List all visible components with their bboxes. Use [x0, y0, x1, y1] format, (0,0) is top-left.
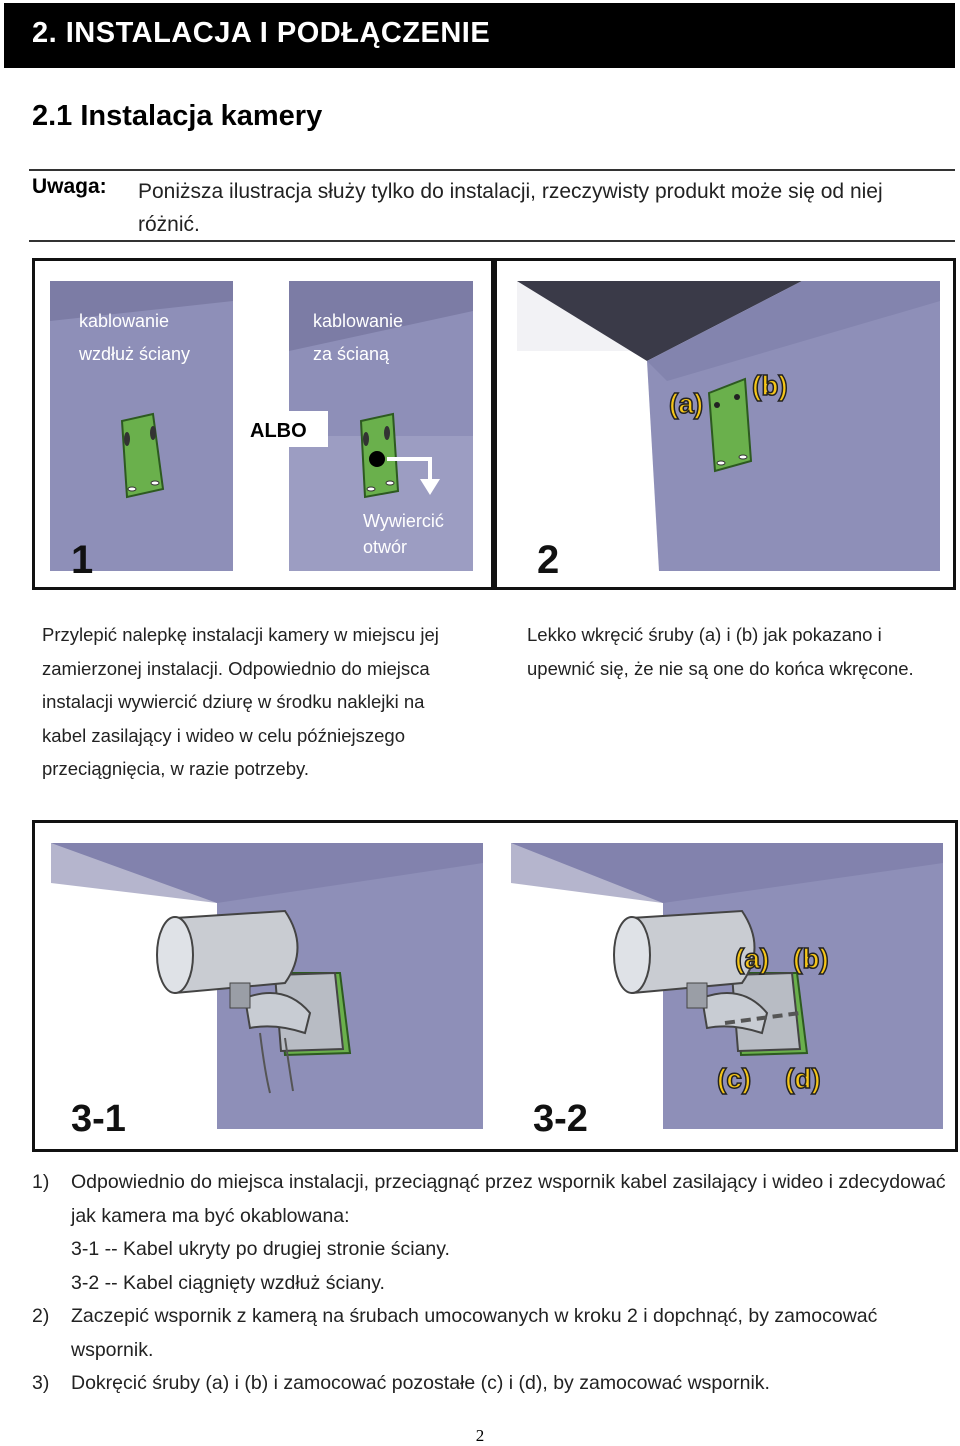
drill-arrow-icon [387, 457, 440, 495]
figure-step2-frame: (a) (b) 2 [494, 258, 956, 590]
figure-step3-illustration: (a) (b) (c) (d) 3-1 3-2 [51, 843, 943, 1140]
subsection-title: 2.1 Instalacja kamery [32, 100, 323, 132]
or-label: ALBO [250, 420, 307, 442]
section-header-bar [4, 3, 955, 68]
step-text: jak kamera ma być okablowana: [71, 1205, 350, 1227]
label-drill-1: Wywiercić [363, 511, 444, 531]
caption-step1-line: kabel zasilający i wideo w celu późniejs… [42, 724, 405, 746]
caption-step1-line: Przylepić nalepkę instalacji kamery w mi… [42, 624, 439, 645]
note-line-1: Poniższa ilustracja służy tylko do insta… [138, 180, 883, 203]
caption-step1: Przylepić nalepkę instalacji kamery w mi… [42, 618, 482, 786]
figure-step1-illustration: ALBO kablowanie wzdłuż ściany kablowanie… [50, 281, 473, 582]
step-text: wspornik. [71, 1339, 154, 1361]
caption-step1-line: zamierzonej instalacji. Odpowiednio do m… [42, 657, 430, 679]
label-drill-2: otwór [363, 537, 407, 557]
step-text: 3-2 -- Kabel ciągnięty wzdłuż ściany. [71, 1272, 385, 1294]
figure-step2-illustration: (a) (b) 2 [517, 281, 940, 582]
caption-step1-line: przeciągnięcia, w razie potrzeby. [42, 758, 310, 779]
mounting-sticker [707, 377, 753, 473]
figure-step1-frame: ALBO kablowanie wzdłuż ściany kablowanie… [32, 258, 494, 590]
label-d: (d) [785, 1063, 821, 1094]
label-wiring-behind-wall-1: kablowanie [313, 311, 403, 331]
label-c: (c) [717, 1063, 751, 1094]
step-text: Odpowiednio do miejsca instalacji, przec… [71, 1171, 946, 1193]
label-screw-b: (b) [752, 370, 788, 401]
divider-top [29, 169, 955, 171]
step-number-3-2: 3-2 [533, 1098, 588, 1140]
ceiling [517, 281, 802, 361]
label-b: (b) [793, 943, 829, 974]
step-number: 1) [32, 1171, 50, 1193]
step-text: 3-1 -- Kabel ukryty po drugiej stronie ś… [71, 1238, 450, 1260]
caption-step2-line: upewnić się, że nie są one do końca wkrę… [527, 657, 914, 679]
wall-step3-2 [511, 843, 943, 1129]
step-number-2: 2 [537, 538, 559, 582]
step-number: 2) [32, 1305, 50, 1327]
note-label: Uwaga: [32, 175, 107, 198]
note-line-2: różnić. [138, 213, 200, 236]
or-label-box [240, 411, 328, 447]
step-number: 3) [32, 1372, 50, 1394]
camera-with-bracket-left [156, 909, 352, 1094]
step-text: Dokręcić śruby (a) i (b) i zamocować poz… [71, 1372, 770, 1394]
caption-step2-line: Lekko wkręcić śruby (a) i (b) jak pokaza… [527, 624, 882, 645]
page-number: 2 [475, 1426, 485, 1445]
figure-step3-frame: (a) (b) (c) (d) 3-1 3-2 [32, 820, 958, 1152]
mounting-sticker-left [120, 412, 165, 499]
drill-hole [369, 451, 385, 467]
caption-step1-line: instalacji wywiercić dziurę w środku nak… [42, 691, 425, 712]
step-number-3-1: 3-1 [71, 1098, 126, 1140]
step-number-1: 1 [71, 538, 93, 582]
label-wiring-along-wall-1: kablowanie [79, 311, 169, 331]
step-text: Zaczepić wspornik z kamerą na śrubach um… [71, 1305, 878, 1327]
label-wiring-behind-wall-2: za ścianą [313, 344, 390, 364]
label-screw-a: (a) [669, 388, 703, 419]
label-a: (a) [735, 943, 769, 974]
label-wiring-along-wall-2: wzdłuż ściany [78, 344, 190, 364]
section-title: 2. INSTALACJA I PODŁĄCZENIE [32, 17, 491, 49]
camera-with-bracket-right [613, 909, 809, 1057]
mounting-sticker-middle [359, 412, 400, 499]
caption-step2: Lekko wkręcić śruby (a) i (b) jak pokaza… [527, 618, 952, 685]
divider-bottom [29, 240, 955, 242]
wall-step3-1 [51, 843, 483, 1129]
